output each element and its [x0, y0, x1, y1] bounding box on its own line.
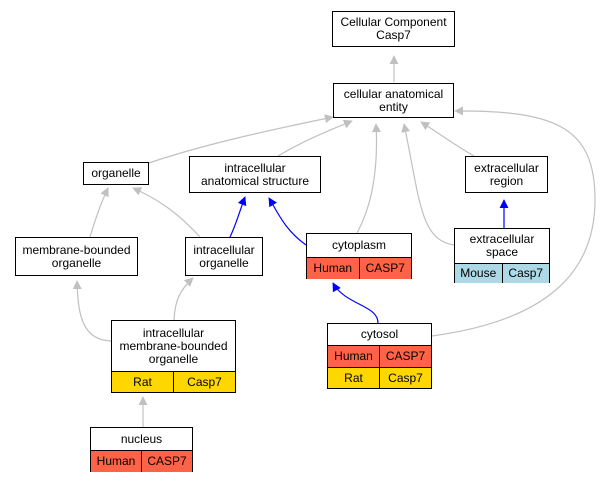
gene-cell: Casp7 — [501, 264, 549, 283]
node-nucleus[interactable]: nucleus Human CASP7 — [90, 427, 193, 472]
edge-organelle-to-cae — [139, 114, 334, 167]
species-row: Rat Casp7 — [112, 371, 235, 392]
node-title: intracellular organelle — [193, 242, 255, 270]
gene-cell: Casp7 — [173, 372, 235, 392]
species-cell: Human — [307, 258, 359, 279]
node-title: cellular anatomical entity — [343, 86, 444, 114]
species-cell: Human — [91, 451, 141, 472]
node-title: membrane-bounded organelle — [22, 242, 131, 270]
node-extracellular-region[interactable]: extracellular region — [465, 156, 548, 193]
edge-io-to-ias — [229, 196, 247, 238]
species-row: Human CASP7 — [91, 450, 192, 472]
node-title: cytoplasm — [331, 238, 387, 252]
edge-es-to-cae — [401, 123, 455, 246]
edge-cytosol-to-cytoplasm — [332, 282, 379, 324]
node-title: intracellular anatomical structure — [200, 160, 310, 188]
node-title: extracellular space — [469, 232, 535, 259]
node-title: extracellular region — [474, 160, 539, 188]
edge-er-to-cae — [420, 121, 475, 157]
gene-cell: CASP7 — [379, 346, 431, 367]
node-extracellular-space[interactable]: extracellular space Mouse Casp7 — [454, 228, 550, 283]
species-cell: Rat — [328, 368, 379, 388]
species-cell: Mouse — [455, 264, 502, 283]
node-intracellular-membrane-bounded-organelle[interactable]: intracellular membrane-bounded organelle… — [111, 320, 236, 393]
species-row: Human CASP7 — [307, 257, 411, 279]
node-cytosol[interactable]: cytosol Human CASP7 Rat Casp7 — [327, 323, 432, 389]
node-membrane-bounded-organelle[interactable]: membrane-bounded organelle — [15, 237, 138, 276]
edge-imbo-to-mbo — [72, 280, 112, 342]
node-intracellular-anatomical-structure[interactable]: intracellular anatomical structure — [189, 156, 321, 193]
node-title: organelle — [91, 166, 141, 180]
node-cellular-component[interactable]: Cellular Component Casp7 — [332, 11, 455, 47]
species-cell: Human — [328, 346, 379, 367]
edge-cytosol-to-cae — [431, 106, 596, 337]
gene-cell: Casp7 — [379, 368, 431, 388]
species-row: Human CASP7 — [328, 345, 431, 367]
species-row: Rat Casp7 — [328, 367, 431, 388]
species-row: Mouse Casp7 — [455, 263, 549, 283]
edge-cytoplasm-to-ias — [268, 197, 307, 246]
gene-cell: CASP7 — [358, 258, 411, 279]
node-title: cytosol — [360, 327, 399, 341]
node-organelle[interactable]: organelle — [83, 162, 149, 185]
node-cellular-anatomical-entity[interactable]: cellular anatomical entity — [333, 83, 454, 118]
edge-ias-to-cae — [277, 119, 353, 157]
node-intracellular-organelle[interactable]: intracellular organelle — [185, 237, 263, 276]
edge-cytoplasm-to-cae — [356, 123, 381, 234]
species-cell: Rat — [112, 372, 173, 392]
edge-io-to-organelle — [132, 187, 201, 238]
gene-cell: CASP7 — [141, 451, 192, 472]
edge-mbo-to-organelle — [89, 187, 109, 238]
node-title: nucleus — [120, 431, 163, 446]
edge-imbo-to-io — [173, 277, 194, 321]
node-title: intracellular membrane-bounded organelle — [119, 325, 228, 366]
node-title: Cellular Component Casp7 — [340, 15, 447, 42]
node-cytoplasm[interactable]: cytoplasm Human CASP7 — [306, 233, 412, 279]
